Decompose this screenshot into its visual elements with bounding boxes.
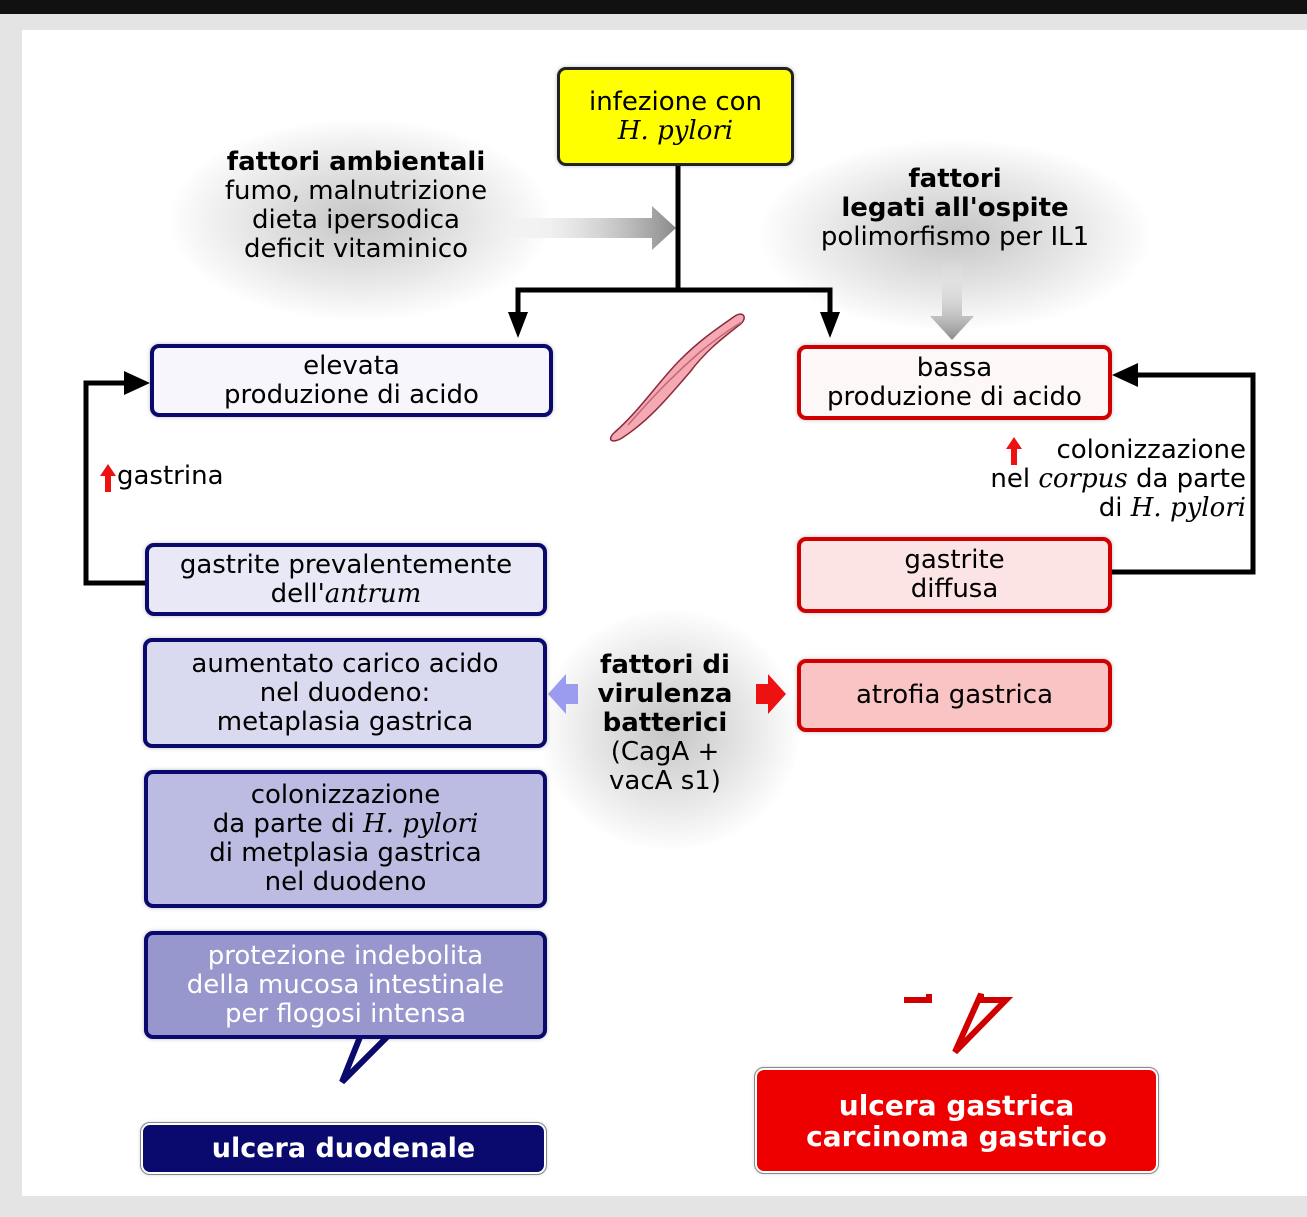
host-line: polimorfismo per IL1 bbox=[820, 222, 1090, 252]
note-line3: di H. pylori bbox=[930, 494, 1246, 523]
virulence-title-1: fattori di bbox=[600, 650, 730, 680]
antrum-prefix: dell' bbox=[270, 578, 325, 609]
note-prefix: nel bbox=[990, 464, 1039, 494]
diffuse-line2: diffusa bbox=[910, 574, 999, 604]
gastrina-loop bbox=[83, 380, 146, 586]
virulence-title-2: virulenza bbox=[597, 679, 733, 709]
colonization-up-arrow bbox=[1006, 437, 1022, 465]
frame-bottom bbox=[0, 1196, 1307, 1217]
host-title-1: fattori bbox=[908, 164, 1002, 194]
virulence-detail-2: vacA s1) bbox=[609, 766, 721, 796]
env-line-1: fumo, malnutrizione bbox=[224, 176, 488, 206]
note-suffix: da parte bbox=[1127, 464, 1246, 494]
acid-load-box: aumentato carico acido nel duodeno: meta… bbox=[143, 638, 547, 748]
split-line bbox=[515, 287, 833, 318]
note-italic: corpus bbox=[1038, 464, 1128, 494]
frame-top bbox=[0, 14, 1307, 30]
env-title: fattori ambientali bbox=[226, 147, 486, 177]
colon-line2: da parte di H. pylori bbox=[213, 810, 479, 839]
right-arrow-head bbox=[904, 992, 1014, 1055]
note-line2: nel corpus da parte bbox=[930, 465, 1246, 494]
virulence-title-3: batterici bbox=[602, 708, 728, 738]
gastric-carcinoma-label: carcinoma gastrico bbox=[806, 1119, 1107, 1153]
infection-box: infezione con H. pylori bbox=[557, 67, 794, 166]
frame-left bbox=[0, 14, 22, 1217]
high-acid-line2: produzione di acido bbox=[224, 379, 479, 410]
split-arrow-left bbox=[508, 312, 528, 338]
acid-load-line1: aumentato carico acido bbox=[191, 648, 499, 679]
weak-protection-box: protezione indebolita della mucosa intes… bbox=[144, 931, 547, 1039]
env-factors: fattori ambientali fumo, malnutrizione d… bbox=[196, 148, 516, 264]
gastrina-loop-arrow bbox=[124, 371, 150, 395]
colonization-duodenum-box: colonizzazione da parte di H. pylori di … bbox=[144, 770, 547, 908]
note-line1: colonizzazione bbox=[1056, 435, 1246, 465]
weak-line2: della mucosa intestinale bbox=[186, 969, 505, 1000]
infection-line2: H. pylori bbox=[617, 115, 734, 146]
virulence-detail-1: (CagA + bbox=[610, 737, 720, 767]
colon-italic: H. pylori bbox=[363, 809, 479, 839]
colonization-loop bbox=[1112, 372, 1256, 575]
gastric-outcome-box: ulcera gastrica carcinoma gastrico bbox=[754, 1067, 1159, 1174]
infection-line1: infezione con bbox=[588, 86, 763, 117]
colon-line3: di metplasia gastrica bbox=[209, 838, 482, 868]
virulence-arrow-left bbox=[548, 674, 578, 714]
bacterium bbox=[609, 313, 745, 442]
low-acid-line1: bassa bbox=[916, 352, 993, 383]
env-line-2: dieta ipersodica bbox=[252, 205, 460, 235]
high-acid-box: elevata produzione di acido bbox=[150, 344, 553, 417]
atrophy-box: atrofia gastrica bbox=[797, 659, 1112, 732]
corpus-colonization-note: colonizzazione nel corpus da parte di H.… bbox=[930, 436, 1246, 523]
diffuse-gastritis-box: gastrite diffusa bbox=[797, 537, 1112, 613]
note-italic2: H. pylori bbox=[1130, 493, 1246, 523]
host-arrow bbox=[930, 258, 974, 340]
acid-load-line2: nel duodeno: bbox=[259, 677, 431, 708]
duodenal-ulcer-label: ulcera duodenale bbox=[211, 1133, 476, 1164]
atrophy-label: atrofia gastrica bbox=[855, 680, 1054, 710]
low-acid-line2: produzione di acido bbox=[827, 381, 1082, 412]
acid-load-line3: metaplasia gastrica bbox=[216, 706, 474, 737]
gastric-ulcer-label: ulcera gastrica bbox=[838, 1088, 1075, 1122]
host-factors: fattori legati all'ospite polimorfismo p… bbox=[790, 165, 1120, 252]
colonization-loop-arrow bbox=[1112, 363, 1138, 387]
antrum-italic: antrum bbox=[324, 578, 422, 609]
low-acid-box: bassa produzione di acido bbox=[797, 345, 1112, 420]
split-arrow-right bbox=[820, 312, 840, 338]
top-border bbox=[0, 0, 1307, 14]
weak-line1: protezione indebolita bbox=[207, 940, 484, 971]
env-arrow bbox=[480, 206, 676, 250]
colon-prefix: da parte di bbox=[212, 809, 364, 839]
gastrina-label: gastrina bbox=[117, 461, 224, 491]
weak-line3: per flogosi intensa bbox=[224, 998, 467, 1029]
antrum-line1: gastrite prevalentemente bbox=[179, 549, 513, 580]
antrum-gastritis-box: gastrite prevalentemente dell'antrum bbox=[145, 543, 547, 616]
gastrina-up-arrow bbox=[100, 464, 116, 492]
duodenal-ulcer-box: ulcera duodenale bbox=[140, 1122, 547, 1175]
note-prefix2: di bbox=[1098, 493, 1131, 523]
env-line-3: deficit vitaminico bbox=[243, 234, 469, 264]
diffuse-line1: gastrite bbox=[904, 545, 1005, 575]
virulence-factors: fattori di virulenza batterici (CagA + v… bbox=[575, 651, 755, 796]
virulence-arrow-right bbox=[756, 674, 786, 714]
colon-line4: nel duodeno bbox=[264, 867, 427, 897]
colon-line1: colonizzazione bbox=[250, 780, 441, 810]
high-acid-line1: elevata bbox=[303, 350, 400, 381]
virulence-glow bbox=[540, 610, 800, 850]
antrum-line2: dell'antrum bbox=[270, 578, 422, 609]
host-title-2: legati all'ospite bbox=[841, 193, 1069, 223]
